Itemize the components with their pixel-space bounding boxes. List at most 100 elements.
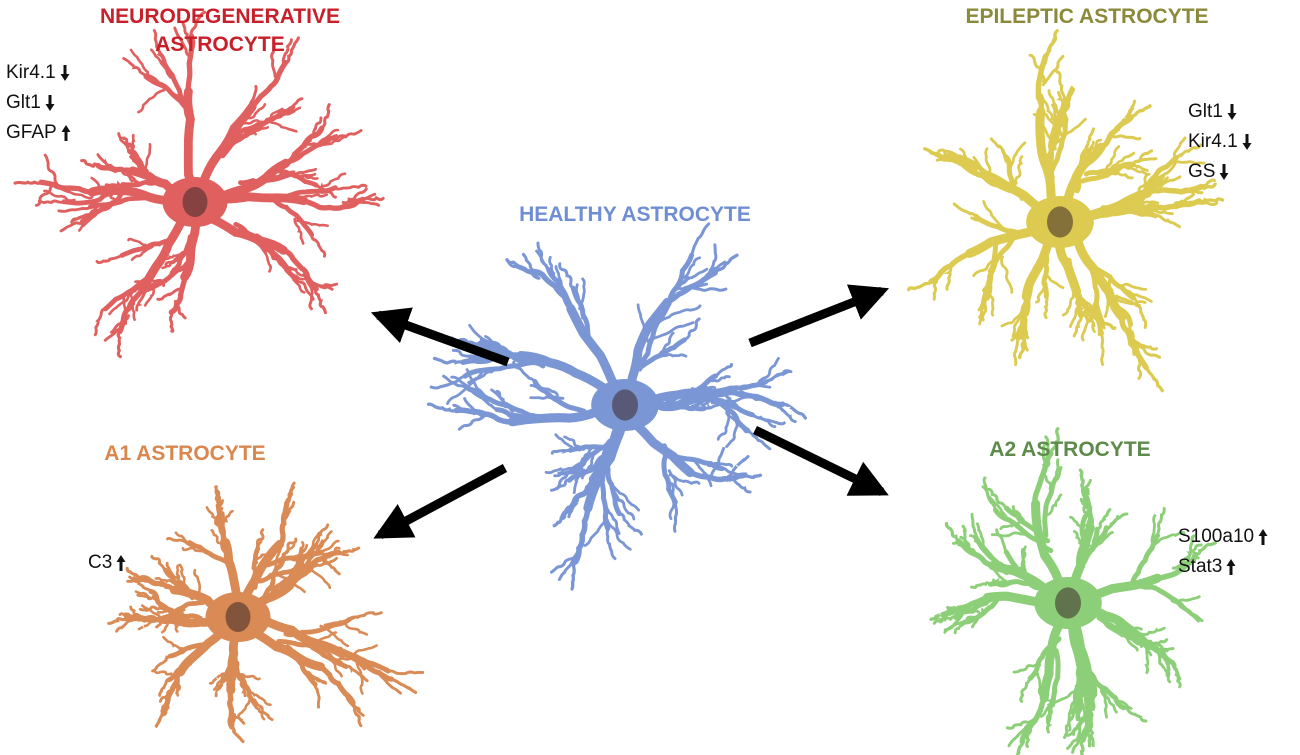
process-branch: [1099, 685, 1108, 719]
arrow-down-icon: [1242, 134, 1252, 150]
process-branch: [1090, 530, 1114, 551]
process-branch: [1122, 706, 1148, 723]
process-branch: [1169, 136, 1187, 165]
process-branch: [210, 528, 226, 548]
process-branch: [1049, 427, 1060, 456]
process-branch: [750, 394, 780, 409]
process-branch: [1099, 331, 1105, 366]
process-branch: [386, 669, 425, 676]
process-branch: [720, 466, 748, 477]
marker-label: Kir4.1: [6, 62, 56, 83]
process-branch: [716, 412, 731, 441]
process-branch: [1154, 551, 1198, 581]
process-branch: [1104, 145, 1121, 175]
a1-title-line-1: A1 ASTROCYTE: [104, 442, 266, 465]
process-branch: [1124, 163, 1149, 172]
process-branch: [1150, 198, 1202, 212]
marker-label: Stat3: [1178, 556, 1223, 577]
process-branch: [347, 611, 383, 621]
process-branch: [214, 485, 222, 508]
process-branch: [158, 684, 176, 703]
process-branch: [735, 473, 763, 479]
process-branch: [144, 143, 152, 173]
process-branch: [521, 252, 539, 278]
healthy-title-line-1: HEALTHY ASTROCYTE: [519, 203, 751, 226]
process-branch: [283, 265, 306, 294]
process-branch: [272, 185, 338, 204]
marker-item: Kir4.1: [6, 58, 71, 88]
process-branch: [181, 546, 209, 554]
process-branch: [103, 317, 129, 342]
process-branch: [693, 460, 713, 488]
process-branch: [557, 467, 586, 475]
arrow-down-icon: [1227, 104, 1237, 120]
process-branch: [1173, 600, 1200, 623]
process-branch: [944, 521, 960, 543]
process-branch: [300, 198, 360, 211]
marker-label: Glt1: [6, 92, 41, 113]
process-branch: [1023, 314, 1030, 340]
process-branch: [107, 616, 129, 625]
process-branch: [1153, 214, 1181, 229]
marker-label: Kir4.1: [1188, 131, 1238, 152]
process-branch: [429, 374, 467, 390]
arrow-up-icon: [1226, 559, 1236, 575]
process-branch: [1180, 603, 1204, 623]
process-branch: [93, 307, 107, 337]
process-branch: [982, 235, 1016, 293]
process-branch: [1028, 53, 1046, 83]
process-branch: [657, 331, 675, 358]
process-branch: [158, 678, 171, 697]
process-branch: [246, 84, 258, 113]
process-branch: [668, 482, 676, 520]
process-branch: [702, 391, 751, 434]
process-branch: [1055, 70, 1067, 102]
process-branch: [563, 435, 586, 451]
process-branch: [1136, 347, 1143, 380]
process-branch: [687, 469, 740, 483]
process-branch: [185, 33, 196, 95]
process-branch: [992, 577, 1012, 586]
process-branch: [953, 615, 974, 635]
process-branch: [122, 57, 148, 78]
process-branch: [71, 209, 100, 223]
process-branch: [143, 283, 157, 307]
process-branch: [675, 267, 709, 287]
a2-title-line-1: A2 ASTROCYTE: [989, 438, 1151, 461]
process-branch: [1148, 514, 1157, 552]
process-branch: [181, 20, 193, 49]
process-branch: [572, 472, 580, 495]
arrow-to-a1: [373, 464, 508, 539]
process-branch: [550, 478, 571, 492]
process-branch: [305, 276, 334, 291]
process-branch: [1017, 335, 1027, 360]
process-branch: [323, 546, 341, 562]
process-branch: [34, 183, 57, 207]
process-branch: [130, 245, 154, 261]
marker-item: GFAP: [6, 118, 71, 148]
process-branch: [657, 252, 695, 323]
process-branch: [1110, 134, 1142, 141]
process-branch: [231, 661, 240, 681]
marker-item: GS: [1188, 157, 1252, 187]
process-branch: [975, 522, 988, 551]
process-branch: [154, 706, 166, 728]
process-branch: [214, 679, 225, 698]
process-branch: [205, 506, 221, 527]
process-branch: [1084, 127, 1095, 151]
process-branch: [37, 199, 66, 205]
process-branch: [1081, 681, 1094, 728]
arrow-up-icon: [116, 555, 126, 571]
process-branch: [154, 577, 180, 585]
process-branch: [672, 453, 725, 472]
process-branch: [302, 631, 338, 646]
process-branch: [1103, 277, 1112, 318]
process-branch: [982, 476, 997, 512]
process-branch: [665, 398, 707, 412]
process-branch: [1133, 581, 1185, 608]
neurodegenerative-markers: Kir4.1 Glt1 GFAP: [6, 58, 71, 148]
process-branch: [162, 268, 176, 287]
process-branch: [1072, 314, 1083, 338]
epileptic-title: EPILEPTIC ASTROCYTE: [952, 3, 1222, 31]
